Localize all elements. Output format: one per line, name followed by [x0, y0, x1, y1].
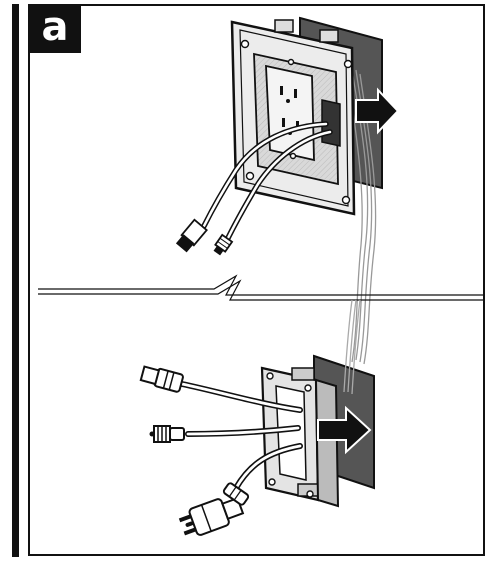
panel-label-box: a: [29, 5, 81, 53]
break-line: [38, 274, 483, 301]
top-mount-ear-left: [274, 19, 294, 33]
arrow-right-icon: [317, 405, 372, 455]
top-screws: [240, 39, 353, 205]
bottom-screws: [266, 372, 314, 498]
power-cord-strain-relief: [222, 482, 250, 506]
hdmi-plug-icon: [175, 218, 208, 253]
top-receptacle: [265, 64, 315, 162]
coax-plug-icon: [213, 233, 234, 256]
top-mount-ear-right: [319, 29, 339, 43]
bottom-flange: [314, 378, 340, 508]
coax-plug-icon: [149, 425, 185, 443]
bracket-tab-top: [291, 367, 315, 381]
top-wall-box-scene: [175, 16, 400, 365]
panel-label: a: [41, 4, 69, 50]
left-margin-bar: [12, 4, 19, 557]
bottom-cable-bundle: [343, 299, 361, 395]
bottom-wall-box-scene: [139, 299, 375, 536]
arrow-right-icon: [355, 87, 400, 135]
hdmi-plug-icon: [139, 365, 184, 393]
